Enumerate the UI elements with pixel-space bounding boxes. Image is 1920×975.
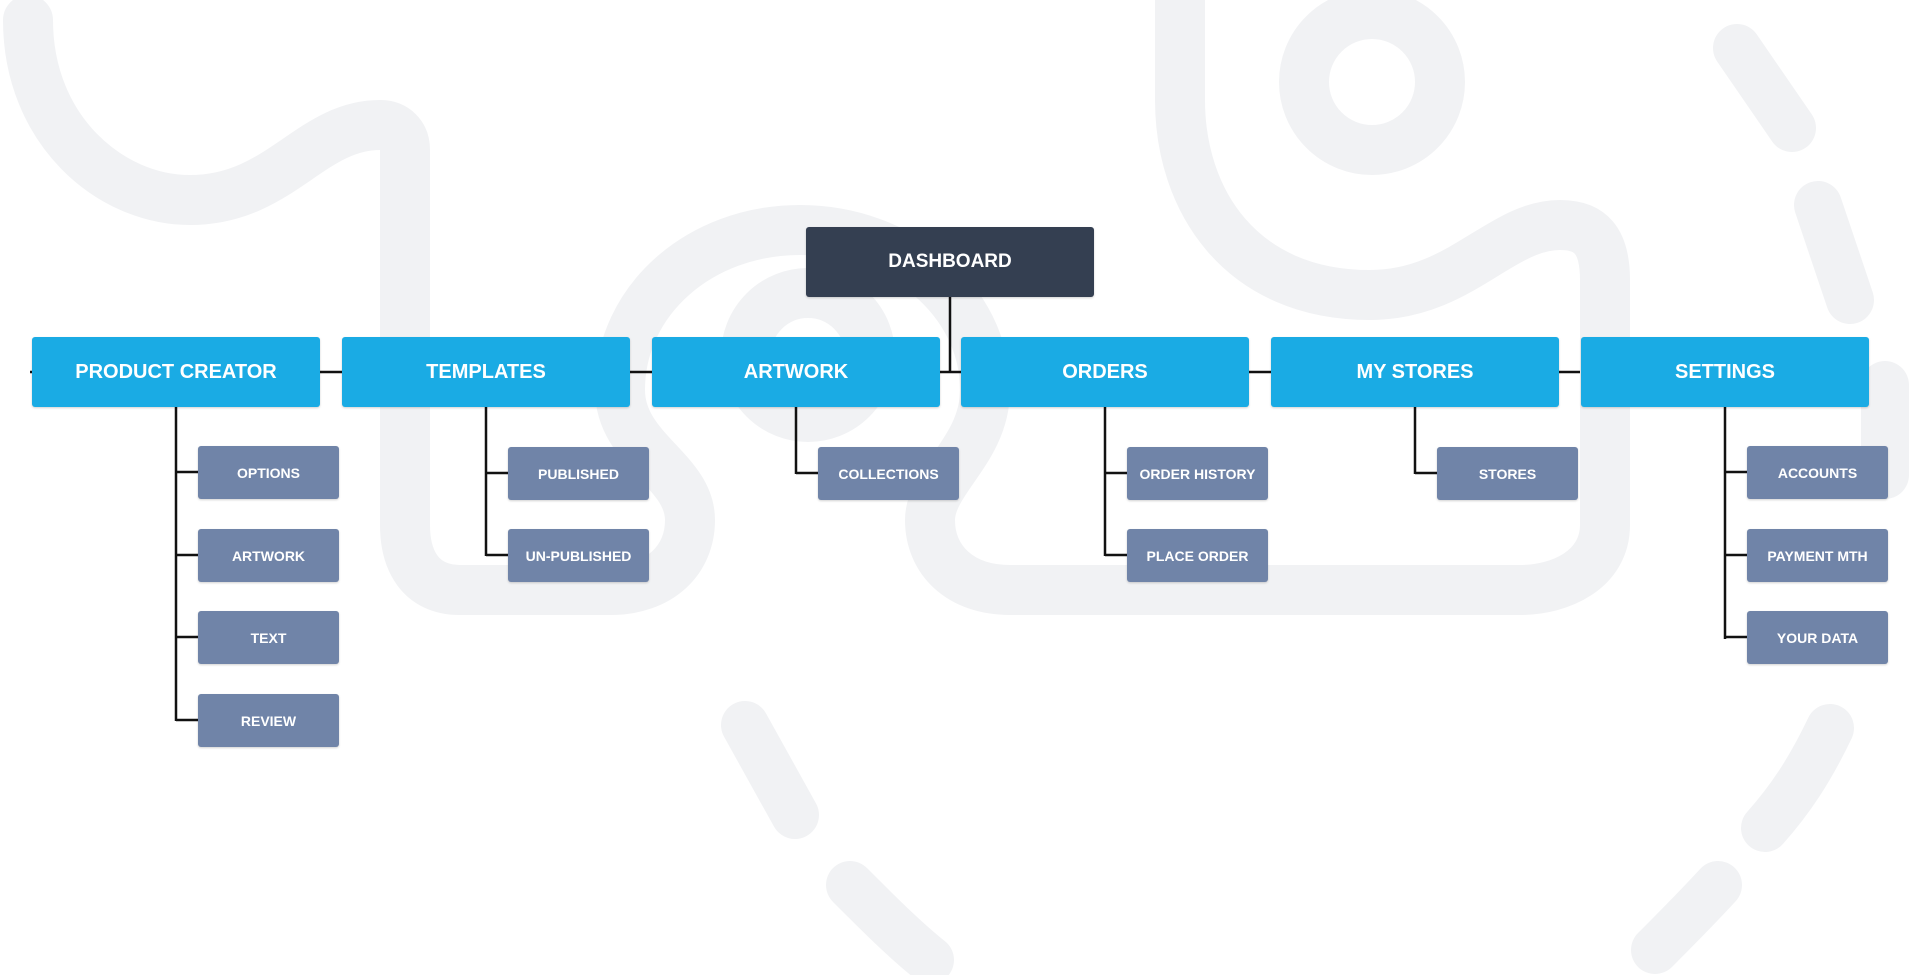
section-templates[interactable]: TEMPLATES bbox=[342, 337, 630, 407]
item-payment-mth[interactable]: PAYMENT MTH bbox=[1747, 529, 1888, 582]
item-collections[interactable]: COLLECTIONS bbox=[818, 447, 959, 500]
item-un-published[interactable]: UN-PUBLISHED bbox=[508, 529, 649, 582]
section-product-creator[interactable]: PRODUCT CREATOR bbox=[32, 337, 320, 407]
section-settings[interactable]: SETTINGS bbox=[1581, 337, 1869, 407]
item-your-data[interactable]: YOUR DATA bbox=[1747, 611, 1888, 664]
section-orders[interactable]: ORDERS bbox=[961, 337, 1249, 407]
item-options[interactable]: OPTIONS bbox=[198, 446, 339, 499]
section-artwork[interactable]: ARTWORK bbox=[652, 337, 940, 407]
dashboard-node[interactable]: DASHBOARD bbox=[806, 227, 1094, 297]
item-text[interactable]: TEXT bbox=[198, 611, 339, 664]
item-place-order[interactable]: PLACE ORDER bbox=[1127, 529, 1268, 582]
item-review[interactable]: REVIEW bbox=[198, 694, 339, 747]
item-stores[interactable]: STORES bbox=[1437, 447, 1578, 500]
section-my-stores[interactable]: MY STORES bbox=[1271, 337, 1559, 407]
item-accounts[interactable]: ACCOUNTS bbox=[1747, 446, 1888, 499]
item-published[interactable]: PUBLISHED bbox=[508, 447, 649, 500]
item-order-history[interactable]: ORDER HISTORY bbox=[1127, 447, 1268, 500]
item-artwork[interactable]: ARTWORK bbox=[198, 529, 339, 582]
